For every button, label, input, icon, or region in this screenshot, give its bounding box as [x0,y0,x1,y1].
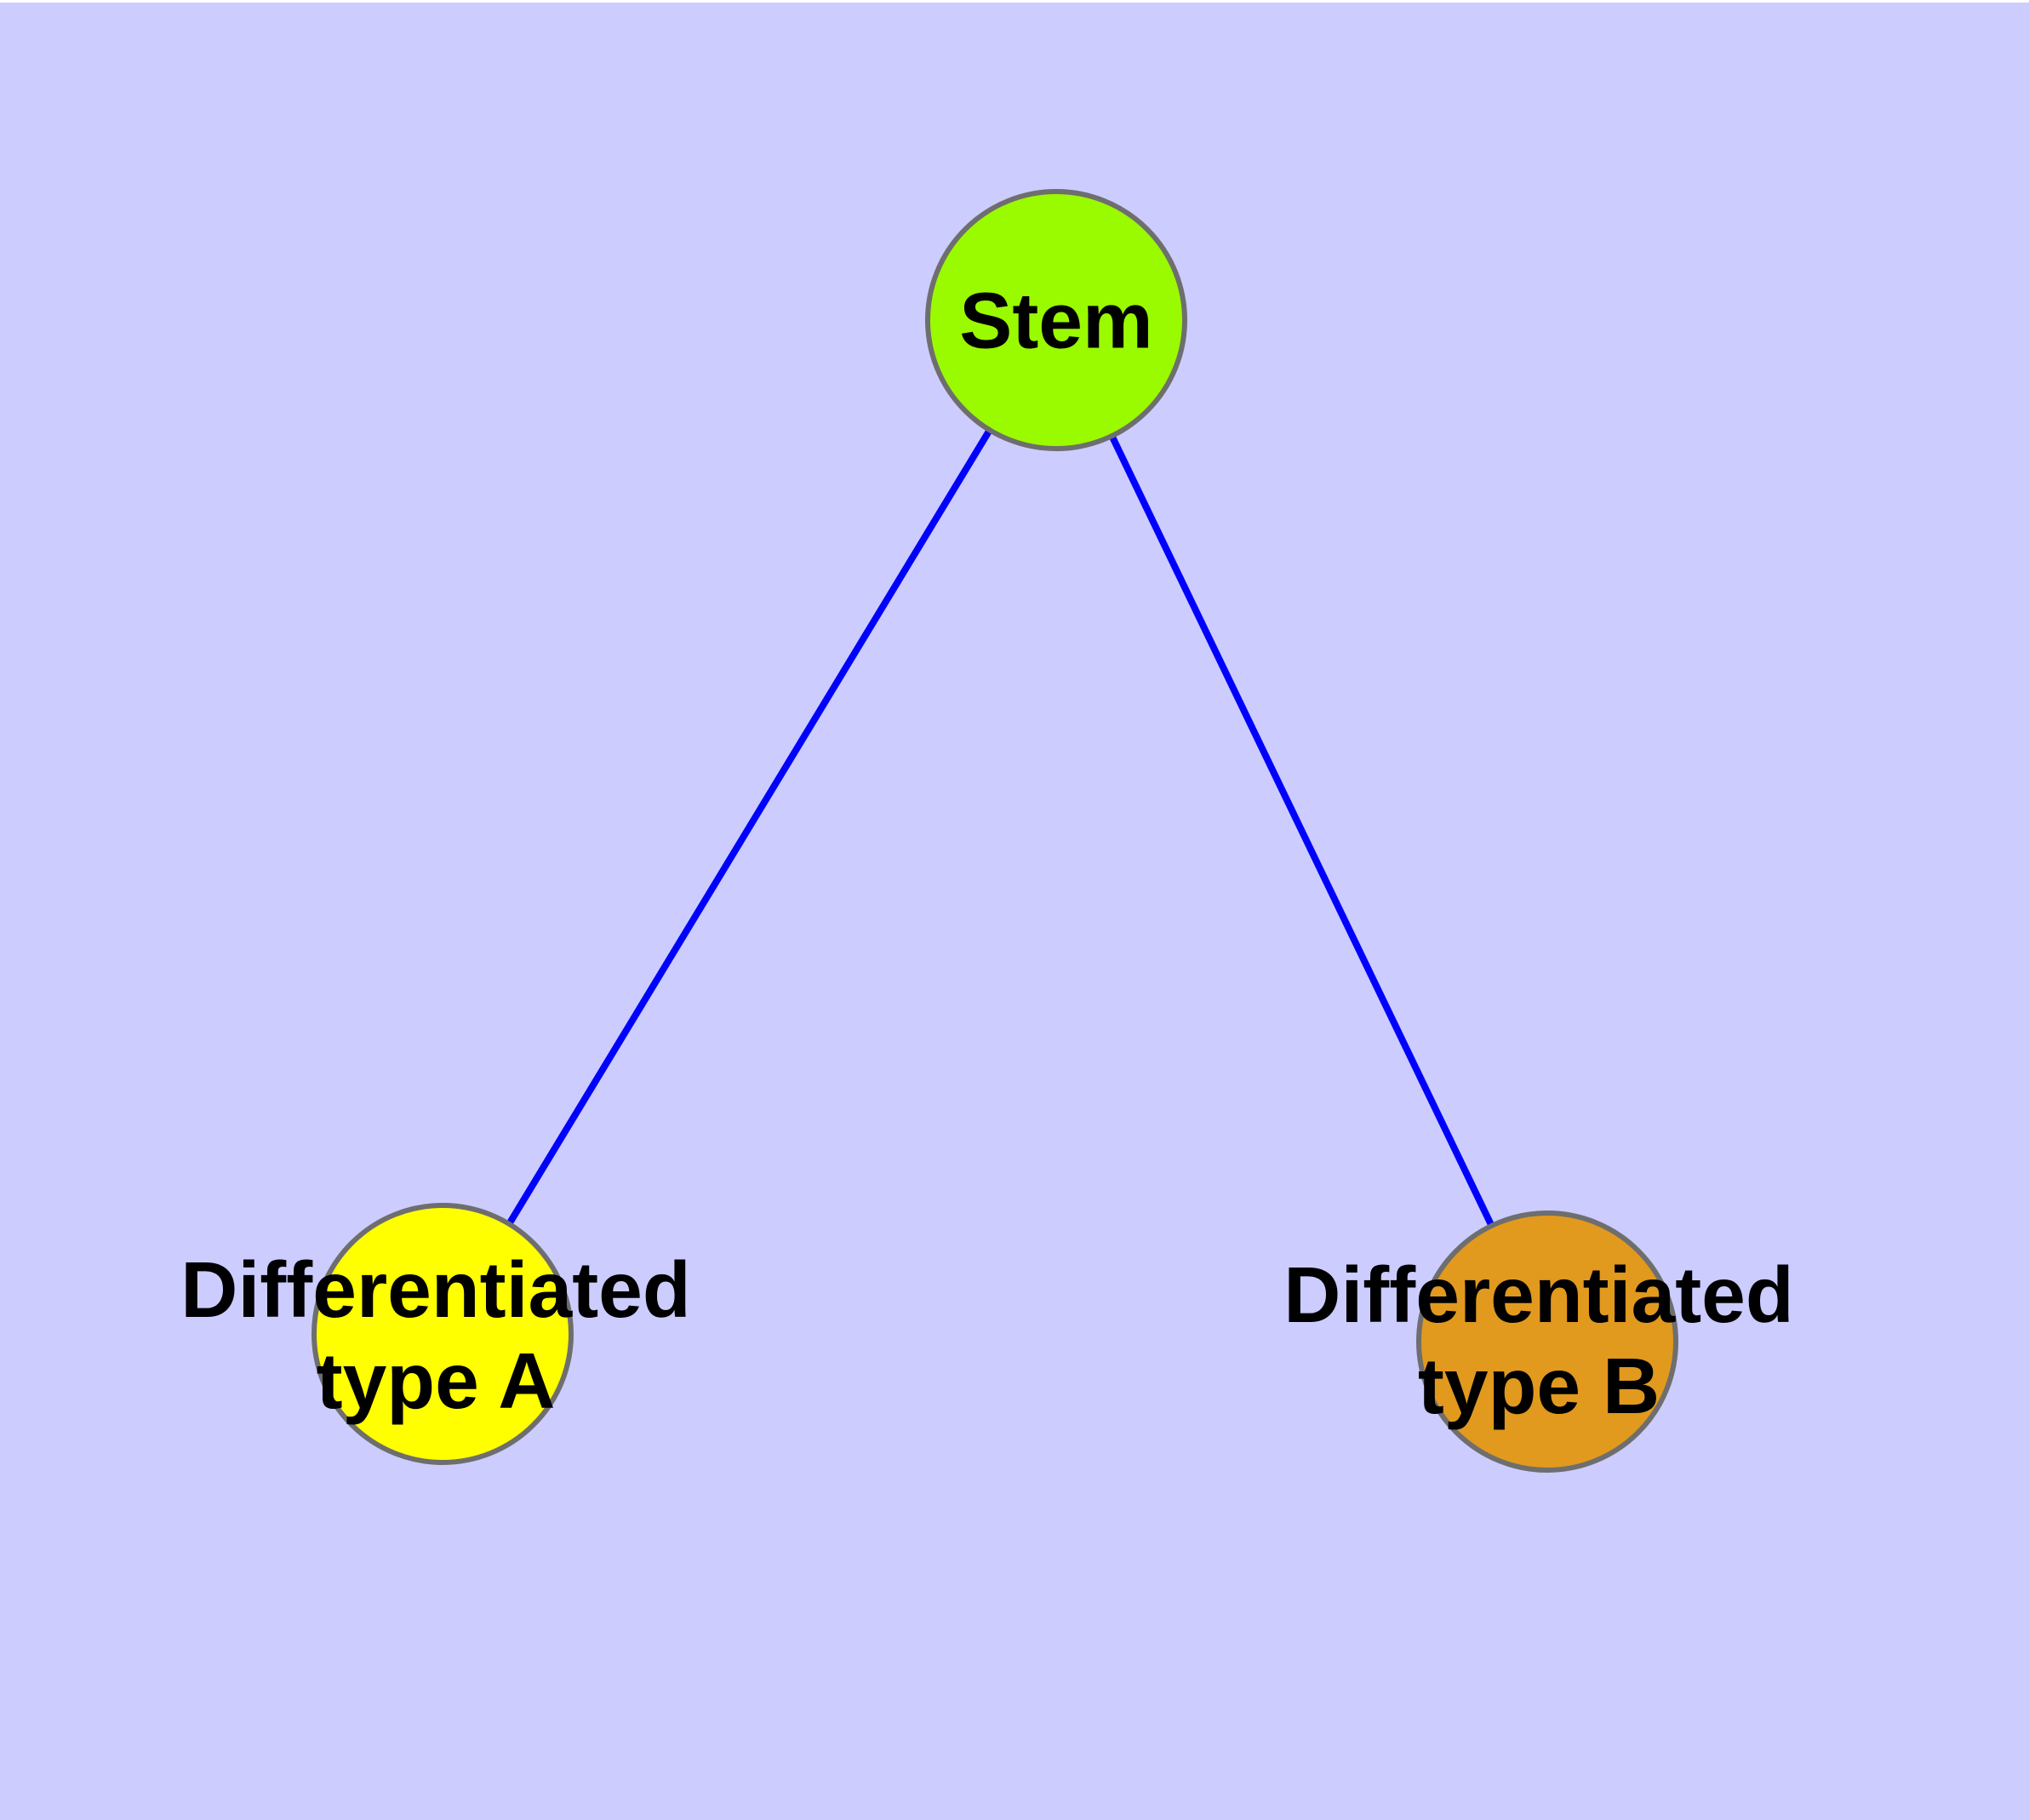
edge-stem-to-type-a [439,318,1060,1336]
node-label-differentiated-type-b: Differentiated type B [1283,1251,1794,1430]
node-label-differentiated-type-a: Differentiated type A [180,1245,691,1425]
graph-canvas: Stem Differentiated type A Differentiate… [0,3,2029,1820]
node-stem-circle [925,189,1187,451]
edge-stem-to-type-b [1053,318,1551,1343]
node-label-stem: Stem [959,276,1153,365]
graph-svg [311,189,1678,1473]
node-type-b-circle [1416,1210,1678,1473]
node-type-a-circle [311,1203,574,1465]
